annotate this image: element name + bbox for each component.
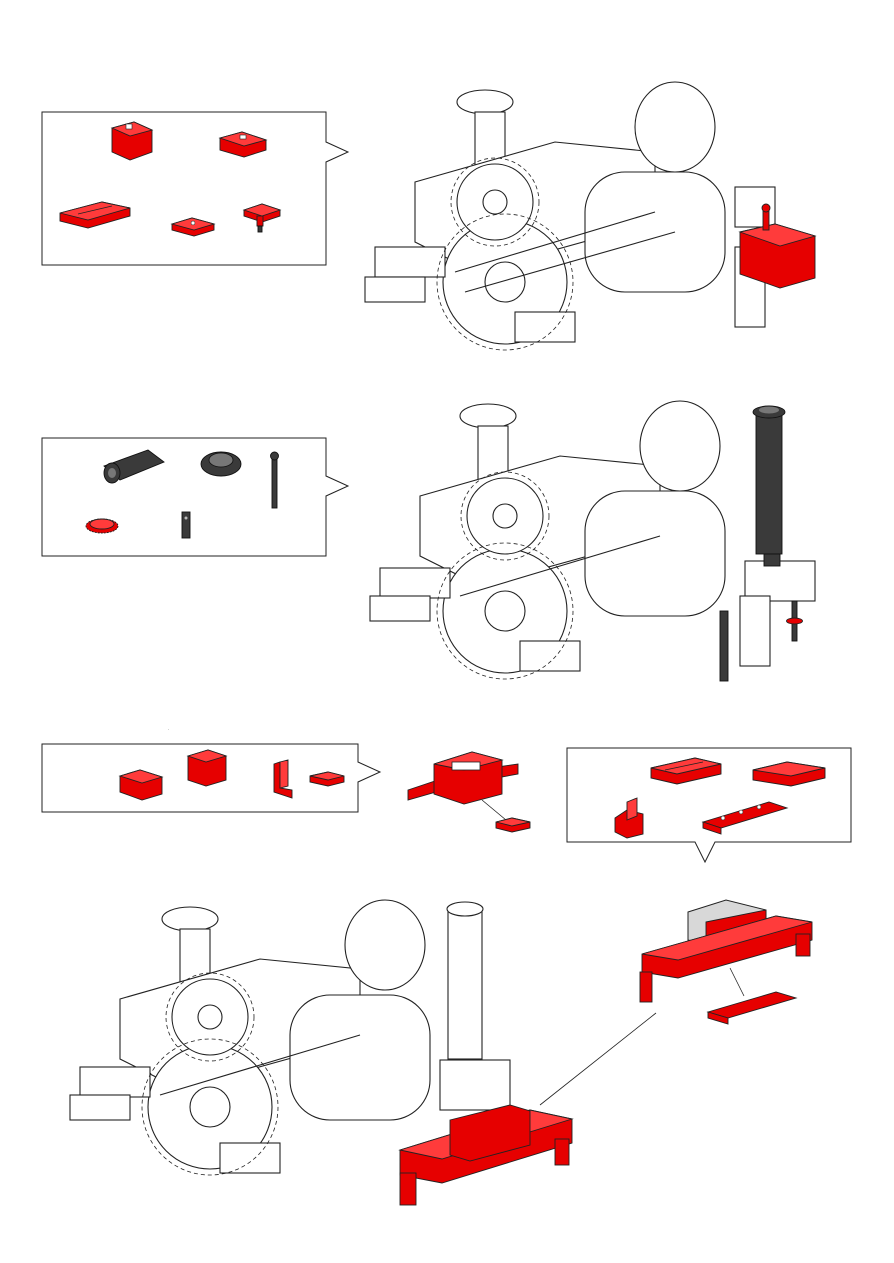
engine-model-drawing — [370, 401, 815, 673]
stray-mark: · — [168, 727, 169, 732]
leader-line — [540, 1013, 656, 1105]
step-3-subassembly-a — [402, 742, 542, 837]
black-hub-nut-icon — [201, 452, 241, 476]
red-gear-z10-icon — [86, 519, 118, 533]
red-building-block-30-icon — [188, 750, 226, 786]
step-3-assembly-illustration — [60, 895, 660, 1215]
engine-model-drawing — [70, 900, 510, 1173]
step-1-parts-callout — [40, 110, 352, 268]
black-axle-rod-icon — [271, 452, 279, 508]
step-3-left-parts-callout — [40, 742, 385, 816]
engine-model-drawing — [365, 82, 775, 344]
red-chassis-frame-highlight — [400, 1105, 572, 1205]
step-1-assembly-illustration — [355, 72, 825, 372]
step-3-subassembly-b — [636, 892, 826, 1032]
step-3-right-parts-callout — [565, 746, 855, 866]
black-spacer-icon — [182, 512, 190, 538]
step-2-parts-callout — [40, 436, 352, 560]
step-2-assembly-illustration — [360, 396, 830, 696]
red-building-block-30-icon — [112, 122, 152, 160]
